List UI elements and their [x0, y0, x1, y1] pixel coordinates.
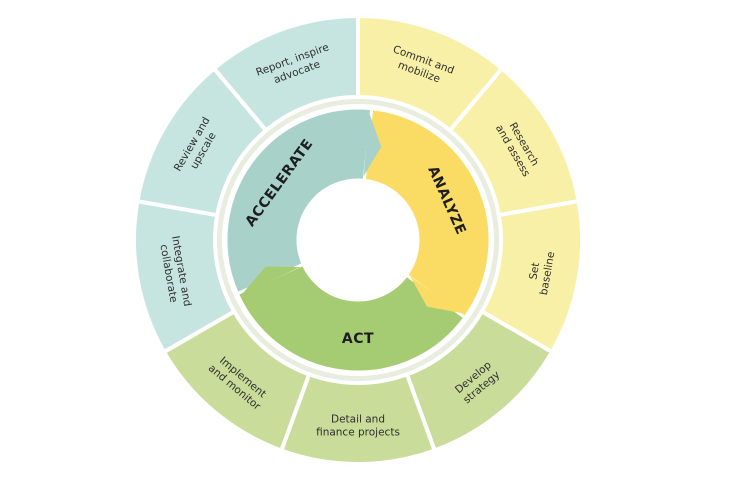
phase-arrow: [363, 112, 382, 177]
center-hub: [299, 181, 417, 299]
phase-sector-act: [235, 262, 467, 374]
outer-step-ring: [132, 13, 584, 466]
phase-arrow: [410, 276, 463, 314]
step-label-line: Set: [527, 262, 542, 281]
step-sector-report: [211, 13, 360, 134]
phase-sector-accelerate: [224, 106, 374, 296]
step-label-line: Detail and: [331, 414, 385, 426]
phase-arrow: [241, 266, 300, 295]
phase-sector-analyze: [362, 107, 492, 320]
phase-label-act: ACT: [342, 331, 374, 347]
step-label-line: finance projects: [316, 427, 400, 439]
